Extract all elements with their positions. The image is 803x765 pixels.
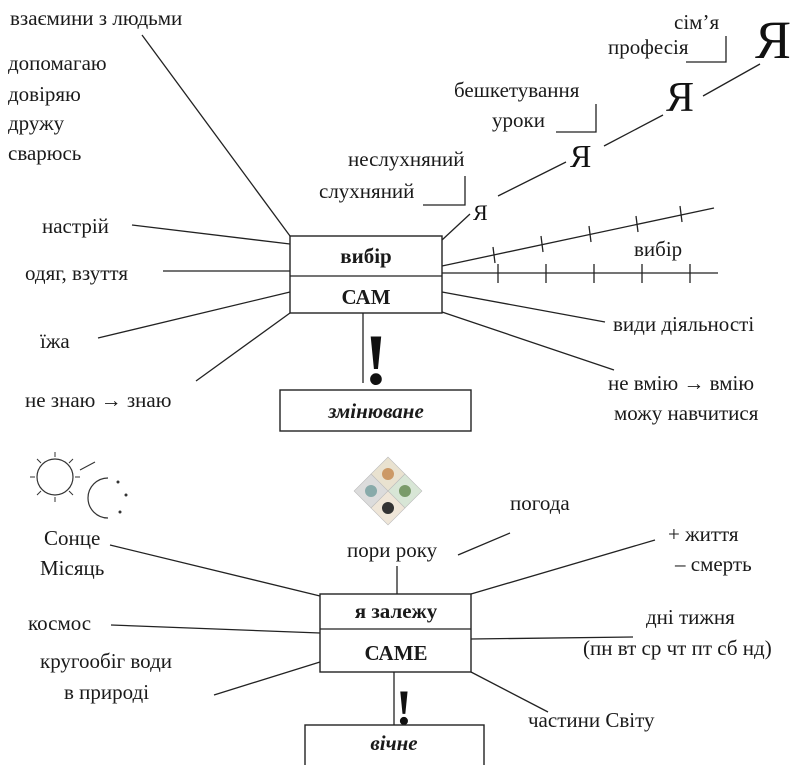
bottom-box-depend-label: я залежу	[355, 599, 438, 623]
label-family: сім’я	[674, 10, 719, 34]
label-mood: настрій	[42, 214, 109, 238]
line-activities	[441, 291, 606, 323]
bottom-result-label: вічне	[370, 731, 417, 755]
top-choice-box	[289, 235, 443, 314]
top-result-label: змінюване	[327, 399, 424, 423]
label-choice: вибір	[634, 237, 682, 261]
line-ya2-ya3	[603, 114, 664, 147]
label-water-2: в природі	[64, 680, 149, 704]
label-help: допомагаю	[8, 51, 107, 75]
line-food	[97, 291, 291, 339]
label-know: не знаю → знаю	[25, 388, 171, 412]
line-water	[213, 661, 321, 696]
ya-letter-large: Я	[666, 75, 694, 121]
top-result-box	[279, 389, 472, 432]
line-ya1-ya2	[497, 161, 567, 197]
label-seasons: пори року	[347, 538, 438, 562]
label-life: + життя	[668, 522, 739, 546]
line-cosmos	[110, 624, 321, 634]
line-life	[470, 539, 656, 595]
tick	[588, 225, 592, 243]
tick	[540, 235, 544, 253]
sun-moon-icon	[30, 452, 128, 519]
label-weekdays-abbr: (пн вт ср чт пт сб нд)	[583, 636, 772, 660]
line-cannot	[441, 311, 615, 371]
line-weekdays	[470, 636, 634, 640]
label-weather: погода	[510, 491, 570, 515]
line-relations	[141, 34, 291, 237]
line-know	[195, 312, 291, 382]
label-profession: професія	[608, 35, 689, 59]
choice-axis-upper	[441, 207, 715, 267]
ya-letter-xlarge: Я	[755, 10, 791, 70]
top-connector-lines	[97, 34, 761, 383]
bracket-profession	[686, 36, 727, 63]
label-death: – смерть	[674, 552, 752, 576]
bracket-obedient	[423, 176, 466, 206]
label-moon: Місяць	[40, 556, 104, 580]
tick	[679, 205, 683, 223]
bracket-lessons	[556, 104, 597, 133]
label-naughty: неслухняний	[348, 147, 465, 171]
label-quarrel: сварюсь	[8, 141, 81, 165]
label-food: їжа	[40, 329, 70, 353]
ya-letter-medium: Я	[570, 138, 591, 174]
top-box-choice-label: вибір	[340, 244, 391, 268]
line-world	[470, 671, 549, 713]
bottom-result-box	[304, 724, 485, 765]
line-sun	[109, 544, 321, 597]
top-box-self-label: САМ	[341, 285, 390, 309]
seasons-icon	[353, 456, 423, 526]
label-can-learn: можу навчитися	[614, 401, 759, 425]
line-weather	[457, 532, 511, 556]
ya-letter-small: Я	[473, 200, 488, 225]
label-clothes: одяг, взуття	[25, 261, 128, 285]
bottom-exclamation-icon: !	[396, 679, 413, 735]
label-activities: види діяльності	[613, 312, 754, 336]
bottom-depend-box	[319, 593, 472, 673]
top-exclamation-icon: !	[364, 320, 388, 400]
label-relations: взаємини з людьми	[10, 6, 182, 30]
label-sun: Сонце	[44, 526, 100, 550]
label-obedient: слухняний	[319, 179, 414, 203]
line-ya3-ya4	[702, 63, 761, 97]
label-trust: довіряю	[8, 82, 81, 106]
label-water-1: кругообіг води	[40, 649, 172, 673]
label-weekdays: дні тижня	[646, 605, 735, 629]
tick	[492, 246, 496, 264]
label-friend: дружу	[8, 111, 65, 135]
label-cannot: не вмію → вмію	[608, 371, 754, 395]
label-lessons: уроки	[492, 108, 545, 132]
label-mischief: бешкетування	[454, 78, 580, 102]
label-cosmos: космос	[28, 611, 91, 635]
tick	[635, 215, 639, 233]
line-to-ya1	[441, 213, 471, 241]
line-mood	[131, 224, 291, 245]
bottom-box-itself-label: САМЕ	[364, 641, 427, 665]
bottom-connector-lines	[109, 532, 656, 725]
label-world: частини Світу	[528, 708, 655, 732]
